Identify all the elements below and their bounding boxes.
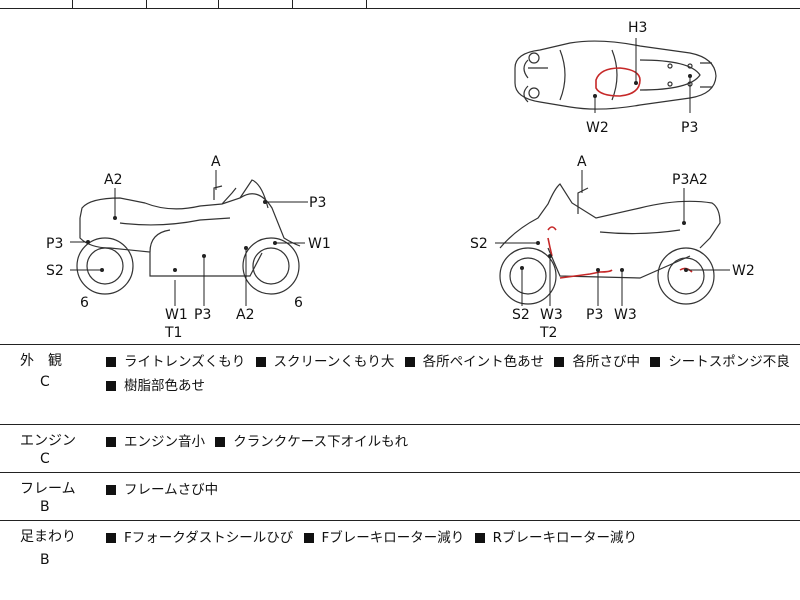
label-top-w2: W2 xyxy=(586,120,609,136)
label-right-s2-bottom: S2 xyxy=(512,307,530,323)
label-right-p3a2: P3A2 xyxy=(672,172,708,188)
list-item: シートスポンジ不良 xyxy=(644,354,790,370)
bullet-icon xyxy=(106,357,116,367)
section-suspension: 足まわり B Fフォークダストシールひび Fブレーキローター減り Rブレーキロー… xyxy=(0,520,800,600)
scooter-left-view xyxy=(76,179,301,295)
section-category: フレーム xyxy=(20,481,76,497)
label-right-w2: W2 xyxy=(732,263,755,279)
damage-marks xyxy=(547,67,693,279)
label-right-w3-second: W3 xyxy=(614,307,637,323)
leader-lines xyxy=(70,38,730,306)
list-item: クランクケース下オイルもれ xyxy=(209,434,408,450)
bullet-icon xyxy=(106,381,116,391)
bullet-icon xyxy=(474,533,485,543)
bullet-icon xyxy=(106,437,116,447)
label-left-p3: P3 xyxy=(309,195,326,211)
bullet-icon xyxy=(303,533,314,543)
list-item: スクリーンくもり大 xyxy=(250,354,394,370)
label-left-a: A xyxy=(211,154,221,170)
section-items: フレームさび中 xyxy=(106,478,796,502)
section-engine: エンジン C エンジン音小 クランクケース下オイルもれ xyxy=(0,424,800,473)
marker-dots xyxy=(86,74,692,272)
label-left-tire-rear: 6 xyxy=(80,295,89,311)
scooter-diagram-svg: H3 W2 P3 A A2 P3 P3 W1 S2 6 W1 T1 P3 A2 … xyxy=(46,20,755,341)
section-exterior: 外 観 C ライトレンズくもり スクリーンくもり大 各所ペイント色あせ 各所さび… xyxy=(0,344,800,425)
section-items: ライトレンズくもり スクリーンくもり大 各所ペイント色あせ 各所さび中 シートス… xyxy=(106,350,796,398)
section-grade: B xyxy=(40,552,50,568)
section-category: エンジン xyxy=(20,433,76,449)
bullet-icon xyxy=(650,357,661,367)
list-item: フレームさび中 xyxy=(106,482,218,498)
list-item: エンジン音小 xyxy=(106,434,205,450)
label-left-w1: W1 xyxy=(308,236,331,252)
list-item: 樹脂部色あせ xyxy=(106,378,205,394)
bullet-icon xyxy=(215,437,226,447)
label-right-s2: S2 xyxy=(470,236,488,252)
label-left-p3-bottom: P3 xyxy=(194,307,211,323)
section-frame: フレーム B フレームさび中 xyxy=(0,472,800,521)
label-left-w1-bottom: W1 xyxy=(165,307,188,323)
scooter-right-view xyxy=(499,183,721,305)
bullet-icon xyxy=(106,485,116,495)
section-grade: B xyxy=(40,499,50,515)
section-category: 外 観 xyxy=(20,353,62,369)
bullet-icon xyxy=(106,533,116,543)
label-right-w3: W3 xyxy=(540,307,563,323)
label-top-p3: P3 xyxy=(681,120,698,136)
list-item: Fフォークダストシールひび xyxy=(106,530,293,546)
list-item: Rブレーキローター減り xyxy=(469,530,637,546)
bullet-icon xyxy=(255,357,266,367)
label-left-tire-front: 6 xyxy=(294,295,303,311)
header-row-remnant xyxy=(0,0,800,9)
label-right-p3: P3 xyxy=(586,307,603,323)
scooter-top-view xyxy=(514,40,717,110)
label-right-a: A xyxy=(577,154,587,170)
bullet-icon xyxy=(554,357,565,367)
label-right-t2: T2 xyxy=(539,325,557,341)
label-left-a2-bottom: A2 xyxy=(236,307,254,323)
condition-diagram: H3 W2 P3 A A2 P3 P3 W1 S2 6 W1 T1 P3 A2 … xyxy=(0,8,800,345)
label-left-t1: T1 xyxy=(164,325,182,341)
label-left-a2: A2 xyxy=(104,172,122,188)
label-left-s2: S2 xyxy=(46,263,64,279)
section-items: Fフォークダストシールひび Fブレーキローター減り Rブレーキローター減り xyxy=(106,526,796,550)
list-item: 各所さび中 xyxy=(548,354,640,370)
section-category: 足まわり xyxy=(20,529,76,545)
list-item: Fブレーキローター減り xyxy=(298,530,464,546)
section-items: エンジン音小 クランクケース下オイルもれ xyxy=(106,430,796,454)
list-item: ライトレンズくもり xyxy=(106,354,245,370)
section-grade: C xyxy=(40,374,50,390)
label-left-p3-rear: P3 xyxy=(46,236,63,252)
bullet-icon xyxy=(404,357,415,367)
label-top-h3: H3 xyxy=(628,20,647,36)
list-item: 各所ペイント色あせ xyxy=(399,354,544,370)
section-grade: C xyxy=(40,451,50,467)
